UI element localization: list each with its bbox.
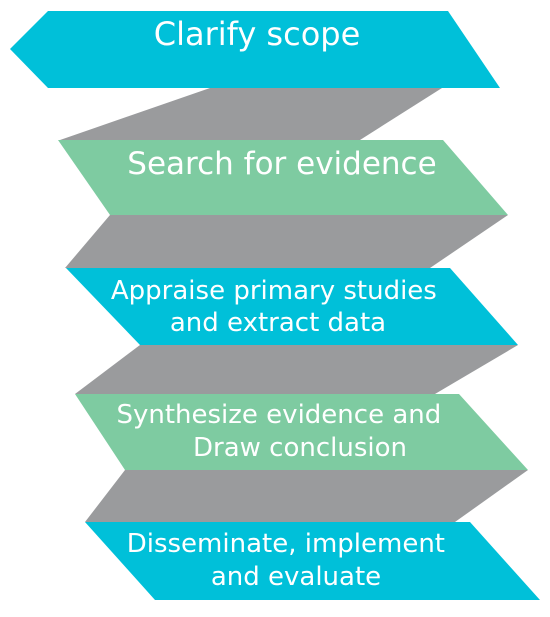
step-label: Disseminate, implement and evaluate (127, 529, 454, 592)
connector-1-2 (60, 88, 442, 140)
step-label-line: Disseminate, implement (127, 529, 445, 559)
step-search-evidence: Search for evidence (58, 140, 508, 215)
connector-3-4 (75, 345, 518, 394)
step-synthesize-evidence: Synthesize evidence and Draw conclusion (75, 394, 528, 470)
step-disseminate: Disseminate, implement and evaluate (85, 522, 540, 600)
step-label-line: Appraise primary studies (111, 276, 437, 306)
step-label-line: Search for evidence (127, 146, 436, 182)
step-label: Appraise primary studies and extract dat… (111, 276, 445, 338)
step-shape (66, 268, 518, 345)
connector-4-5 (85, 470, 528, 522)
step-shape (75, 394, 528, 470)
step-shape (10, 11, 500, 88)
step-label-line: Draw conclusion (193, 433, 407, 463)
step-label: Search for evidence (127, 146, 436, 182)
step-label: Synthesize evidence and Draw conclusion (116, 400, 449, 463)
step-shape (58, 140, 508, 215)
step-shape (85, 522, 540, 600)
step-label-line: Clarify scope (154, 15, 361, 53)
step-label: Clarify scope (154, 15, 361, 53)
step-label-line: and evaluate (211, 562, 381, 592)
step-appraise-studies: Appraise primary studies and extract dat… (66, 268, 518, 345)
step-label-line: and extract data (170, 308, 386, 338)
connector-2-3 (65, 215, 508, 268)
step-label-line: Synthesize evidence and (116, 400, 441, 430)
step-clarify-scope: Clarify scope (10, 11, 500, 88)
connectors (60, 88, 528, 522)
